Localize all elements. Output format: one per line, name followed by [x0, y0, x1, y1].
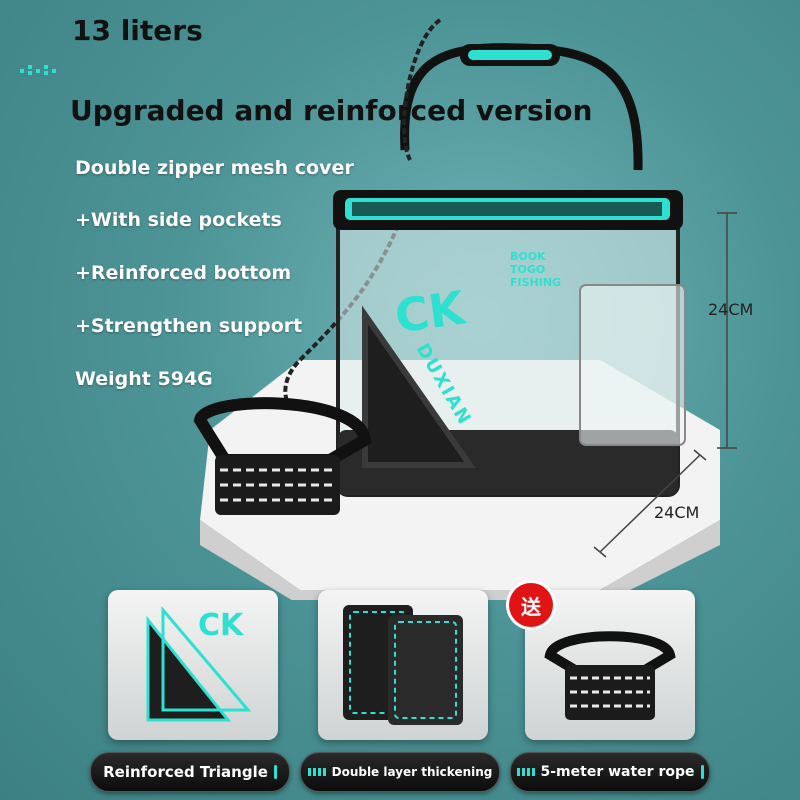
label-text: Reinforced Triangle — [103, 763, 268, 781]
label-water-rope: 5-meter water rope — [510, 752, 710, 792]
panel-water-rope — [525, 590, 695, 740]
label-text: Double layer thickening — [331, 765, 493, 779]
height-dimension: 24CM — [708, 300, 754, 319]
feature-mesh-cover: Double zipper mesh cover — [75, 157, 354, 179]
pocket-text-1: BOOK — [510, 250, 546, 263]
accent-bar-icon — [273, 765, 277, 779]
feature-reinforced-bottom: +Reinforced bottom — [75, 262, 292, 284]
reinforced-triangle — [362, 305, 476, 468]
panel-double-layer — [318, 590, 488, 740]
svg-text:CK: CK — [198, 608, 245, 643]
pixel-dots-icon — [307, 768, 326, 776]
label-text: 5-meter water rope — [540, 764, 695, 780]
tagline-heading: Upgraded and reinforced version — [70, 94, 593, 127]
bucket-handle — [400, 43, 643, 171]
product-illustration — [193, 18, 737, 600]
feature-strengthen-support: +Strengthen support — [75, 315, 303, 337]
double-layer-icon — [343, 605, 463, 725]
capacity-title: 13 liters — [72, 14, 203, 47]
pocket-text-3: FISHING — [510, 276, 562, 289]
gift-badge: 送 — [509, 583, 553, 627]
label-double-layer: Double layer thickening — [300, 752, 500, 792]
panel-reinforced-triangle: CK — [108, 590, 278, 740]
pocket-text-2: TOGO — [510, 263, 546, 276]
feature-side-pockets: +With side pockets — [75, 209, 282, 231]
pixel-pattern-icon — [20, 65, 56, 75]
depth-dimension: 24CM — [654, 503, 700, 522]
triangle-layers-icon: CK — [146, 605, 252, 722]
accent-bar-icon — [700, 765, 704, 779]
pocket-print: BOOK TOGO FISHING — [510, 250, 561, 289]
label-reinforced-triangle: Reinforced Triangle — [90, 752, 290, 792]
rope-reel-icon — [544, 631, 676, 720]
pixel-dots-icon — [516, 768, 535, 776]
brand-mark: CK — [391, 280, 468, 344]
feature-weight: Weight 594G — [75, 368, 213, 390]
rope-reel — [193, 397, 372, 515]
